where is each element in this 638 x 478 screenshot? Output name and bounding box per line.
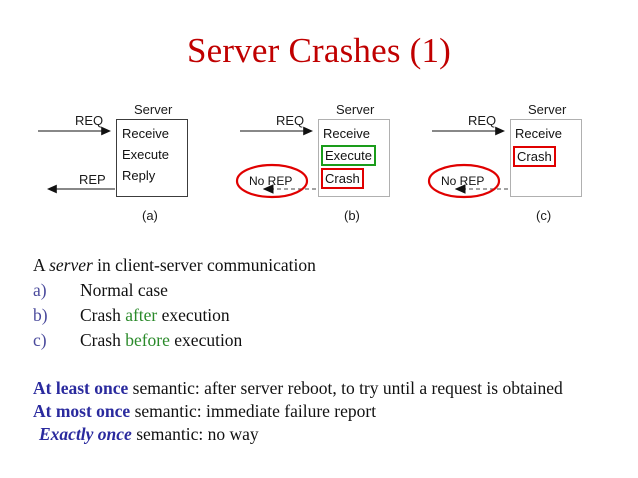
server-label-b: Server bbox=[336, 102, 375, 117]
norep-label-c: No REP bbox=[441, 174, 485, 188]
diagram-a-arrows bbox=[38, 126, 115, 194]
req-label-b: REQ bbox=[276, 113, 305, 128]
list-item-c: c) Crash before execution bbox=[33, 328, 623, 353]
diagram-c-arrows bbox=[427, 126, 508, 199]
step-a-2: Reply bbox=[122, 168, 156, 183]
req-label-a: REQ bbox=[75, 113, 104, 128]
list-text-c-highlight: before bbox=[125, 330, 170, 350]
list-text-b-pre: Crash bbox=[80, 305, 126, 325]
list-text-a-pre: Normal case bbox=[80, 280, 168, 300]
diagram-a: Server REQ REP Receive Execute Reply (a) bbox=[38, 100, 238, 235]
intro-line: A server in client-server communication bbox=[33, 253, 623, 278]
semantic-rest-at-least-once: semantic: after server reboot, to try un… bbox=[128, 378, 563, 398]
diagram-band: Server REQ REP Receive Execute Reply (a) bbox=[0, 100, 638, 235]
list-text-b-highlight: after bbox=[125, 305, 158, 325]
semantics-block: At least once semantic: after server reb… bbox=[33, 377, 633, 446]
list-item-a: a) Normal case bbox=[33, 278, 623, 303]
sub-label-c: (c) bbox=[536, 208, 552, 223]
semantic-term-exactly-once: Exactly once bbox=[39, 424, 132, 444]
semantic-exactly-once: Exactly once semantic: no way bbox=[33, 423, 633, 446]
step-b-2: Crash bbox=[321, 168, 364, 189]
server-box-c bbox=[510, 119, 582, 197]
semantic-rest-exactly-once: semantic: no way bbox=[131, 424, 259, 444]
step-b-0: Receive bbox=[323, 126, 370, 141]
list-marker-b: b) bbox=[33, 305, 48, 325]
page-title: Server Crashes (1) bbox=[186, 31, 452, 70]
server-label-c: Server bbox=[528, 102, 567, 117]
list-marker-c: c) bbox=[33, 330, 47, 350]
intro-post: in client-server communication bbox=[92, 255, 316, 275]
semantic-term-at-most-once: At most once bbox=[33, 401, 131, 421]
server-box-b bbox=[318, 119, 390, 197]
list-text-b-post: execution bbox=[157, 305, 230, 325]
semantic-term-at-least-once: At least once bbox=[33, 378, 129, 398]
rep-label-a: REP bbox=[79, 172, 106, 187]
semantic-at-least-once: At least once semantic: after server reb… bbox=[33, 377, 633, 400]
semantic-at-most-once: At most once semantic: immediate failure… bbox=[33, 400, 633, 423]
norep-label-b: No REP bbox=[249, 174, 293, 188]
intro-pre: A bbox=[33, 255, 50, 275]
step-a-1: Execute bbox=[122, 147, 169, 162]
intro-emphasis: server bbox=[49, 255, 93, 275]
diagram-b-arrows bbox=[235, 126, 316, 199]
list-item-b: b) Crash after execution bbox=[33, 303, 623, 328]
step-a-0: Receive bbox=[122, 126, 169, 141]
semantic-rest-at-most-once: semantic: immediate failure report bbox=[130, 401, 377, 421]
list-text-c-pre: Crash bbox=[80, 330, 126, 350]
body-text: A server in client-server communication … bbox=[33, 253, 623, 353]
sub-label-b: (b) bbox=[344, 208, 360, 223]
server-box-a bbox=[116, 119, 188, 197]
step-c-0: Receive bbox=[515, 126, 562, 141]
step-b-1: Execute bbox=[321, 145, 376, 166]
list-text-c-post: execution bbox=[169, 330, 243, 350]
diagram-c: Server REQ No REP Receive Crash (c) bbox=[424, 100, 624, 235]
sub-label-a: (a) bbox=[142, 208, 158, 223]
req-label-c: REQ bbox=[468, 113, 497, 128]
step-c-1: Crash bbox=[513, 146, 556, 167]
diagram-b: Server REQ No REP Receive Execute Crash … bbox=[232, 100, 432, 235]
server-label-a: Server bbox=[134, 102, 173, 117]
list-marker-a: a) bbox=[33, 280, 47, 300]
